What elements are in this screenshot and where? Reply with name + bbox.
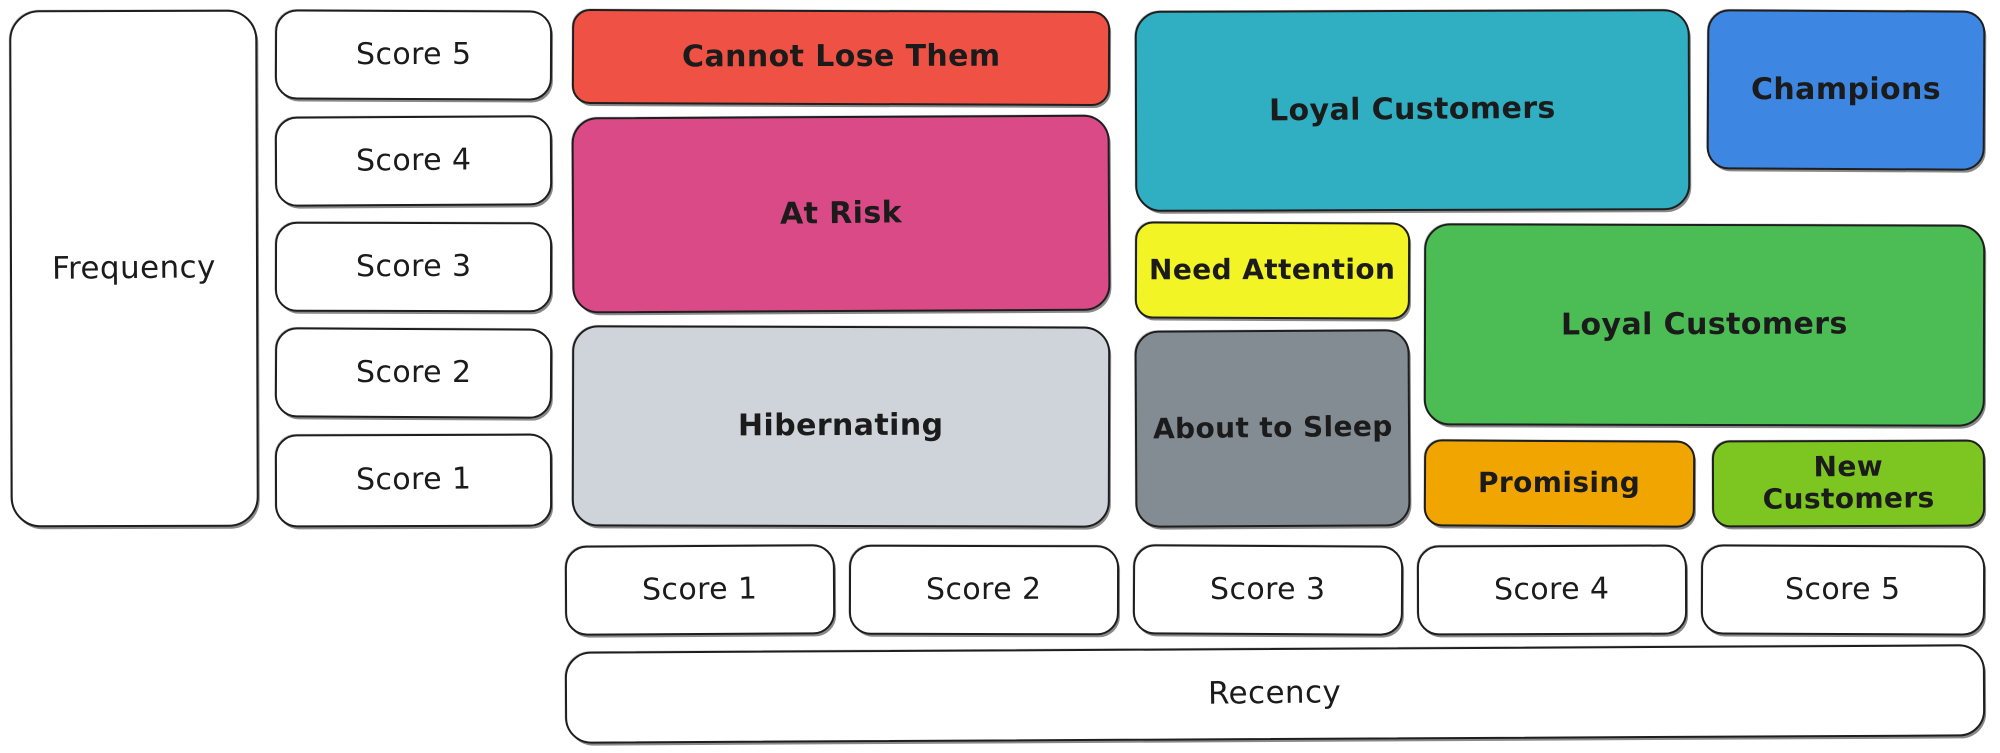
segment-hibernating[interactable]: Hibernating <box>571 325 1111 528</box>
segment-loyal-customers-teal-label: Loyal Customers <box>1268 90 1556 129</box>
frequency-score-4[interactable]: Score 4 <box>274 115 553 207</box>
segment-about-to-sleep-label: About to Sleep <box>1152 410 1393 446</box>
frequency-score-2[interactable]: Score 2 <box>274 327 553 419</box>
recency-score-3[interactable]: Score 3 <box>1132 544 1404 636</box>
segment-champions[interactable]: Champions <box>1706 9 1986 171</box>
recency-score-3-label: Score 3 <box>1210 571 1326 607</box>
segment-new-customers[interactable]: New Customers <box>1711 439 1986 528</box>
segment-hibernating-label: Hibernating <box>738 407 944 444</box>
frequency-score-3-label: Score 3 <box>355 248 472 284</box>
segment-need-attention[interactable]: Need Attention <box>1134 221 1411 320</box>
frequency-score-2-label: Score 2 <box>355 354 472 390</box>
frequency-score-4-label: Score 4 <box>355 142 472 179</box>
segment-cannot-lose-them[interactable]: Cannot Lose Them <box>571 8 1111 107</box>
segment-champions-label: Champions <box>1750 71 1942 107</box>
recency-score-4[interactable]: Score 4 <box>1416 544 1688 636</box>
recency-score-1-label: Score 1 <box>642 571 758 608</box>
frequency-score-1[interactable]: Score 1 <box>274 433 553 528</box>
recency-score-4-label: Score 4 <box>1494 571 1610 608</box>
frequency-score-3[interactable]: Score 3 <box>274 221 553 313</box>
segment-promising-label: Promising <box>1478 466 1641 500</box>
segment-at-risk-label: At Risk <box>779 195 903 232</box>
segment-loyal-customers-green-label: Loyal Customers <box>1561 306 1848 343</box>
frequency-score-5-label: Score 5 <box>355 36 472 72</box>
segment-loyal-customers-green[interactable]: Loyal Customers <box>1423 223 1986 427</box>
segment-cannot-lose-them-label: Cannot Lose Them <box>681 38 1001 75</box>
frequency-axis-label: Frequency <box>9 9 259 528</box>
frequency-axis-text: Frequency <box>51 248 217 287</box>
recency-score-2[interactable]: Score 2 <box>848 544 1120 636</box>
frequency-score-5[interactable]: Score 5 <box>274 9 553 101</box>
recency-score-1[interactable]: Score 1 <box>564 544 836 636</box>
frequency-score-1-label: Score 1 <box>355 461 472 498</box>
segment-loyal-customers-teal[interactable]: Loyal Customers <box>1134 9 1691 212</box>
segment-at-risk[interactable]: At Risk <box>571 114 1111 314</box>
segment-need-attention-label: Need Attention <box>1149 253 1396 287</box>
segment-promising[interactable]: Promising <box>1423 439 1696 528</box>
segment-about-to-sleep[interactable]: About to Sleep <box>1134 329 1411 528</box>
segment-new-customers-label: New Customers <box>1762 449 1935 517</box>
recency-axis-label: Recency <box>564 644 1986 744</box>
recency-score-5-label: Score 5 <box>1785 571 1901 607</box>
recency-score-5[interactable]: Score 5 <box>1700 544 1986 636</box>
recency-score-2-label: Score 2 <box>926 571 1042 607</box>
recency-axis-text: Recency <box>1208 674 1342 712</box>
